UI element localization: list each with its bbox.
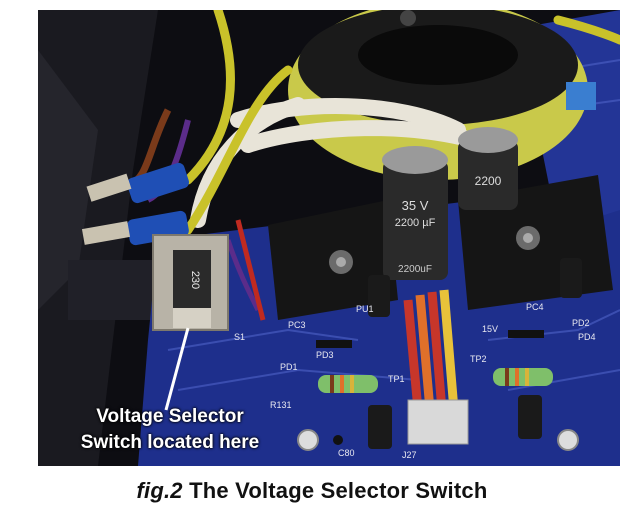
figure-number: fig.2 [136,478,183,503]
resistor [493,368,553,386]
figure-caption: fig.2 The Voltage Selector Switch [0,478,624,504]
annotation-line-2: Switch located here [80,432,260,453]
earth-wire [183,10,620,235]
annotation-line-1: Voltage Selector [96,406,244,427]
silk-label-pd3: PD3 [316,350,334,360]
circuit-board-photo: 230 35 V 2200 µF 2200uF 2200 [38,10,620,466]
silk-label-j27: J27 [402,450,417,460]
silk-label-pd2: PD2 [572,318,590,328]
silk-label-15v: 15V [482,324,498,334]
small-capacitor [368,258,582,449]
silk-label-pc4: PC4 [526,302,544,312]
annotation-pointer-line [164,327,190,411]
silk-label-pd4: PD4 [578,332,596,342]
voltage-selector-switch: 230 [152,234,229,331]
ribbon-cable [403,289,459,411]
silk-label-r131: R131 [270,400,292,410]
capacitor-left: 35 V 2200 µF 2200uF [382,146,448,280]
diode [316,340,352,348]
trimmer-potentiometer [566,82,596,110]
mounting-hole [557,429,579,451]
diode [508,330,544,338]
silk-label-tp2: TP2 [470,354,487,364]
figure-title: The Voltage Selector Switch [189,478,488,503]
switch-value-label: 230 [189,271,201,289]
resistor [318,375,378,393]
capacitor-right: 2200 [458,127,518,210]
capacitor-right-label: 2200 [475,174,502,188]
silk-label-pc3: PC3 [288,320,306,330]
blue-spade-connector [86,162,189,204]
capacitor-voltage-label: 35 V [402,198,429,213]
silk-label-tp1: TP1 [388,374,405,384]
silk-label-c80: C80 [338,448,355,458]
mounting-hole [297,429,319,451]
capacitor-capacitance-label: 2200 µF [395,217,436,229]
silk-label-pd1: PD1 [280,362,298,372]
silk-label-pu1: PU1 [356,304,374,314]
capacitor-bottom-label: 2200uF [398,264,432,275]
silk-label-s1: S1 [234,332,245,342]
annotation-text: Voltage Selector Switch located here [50,404,290,456]
ribbon-connector [407,399,469,445]
